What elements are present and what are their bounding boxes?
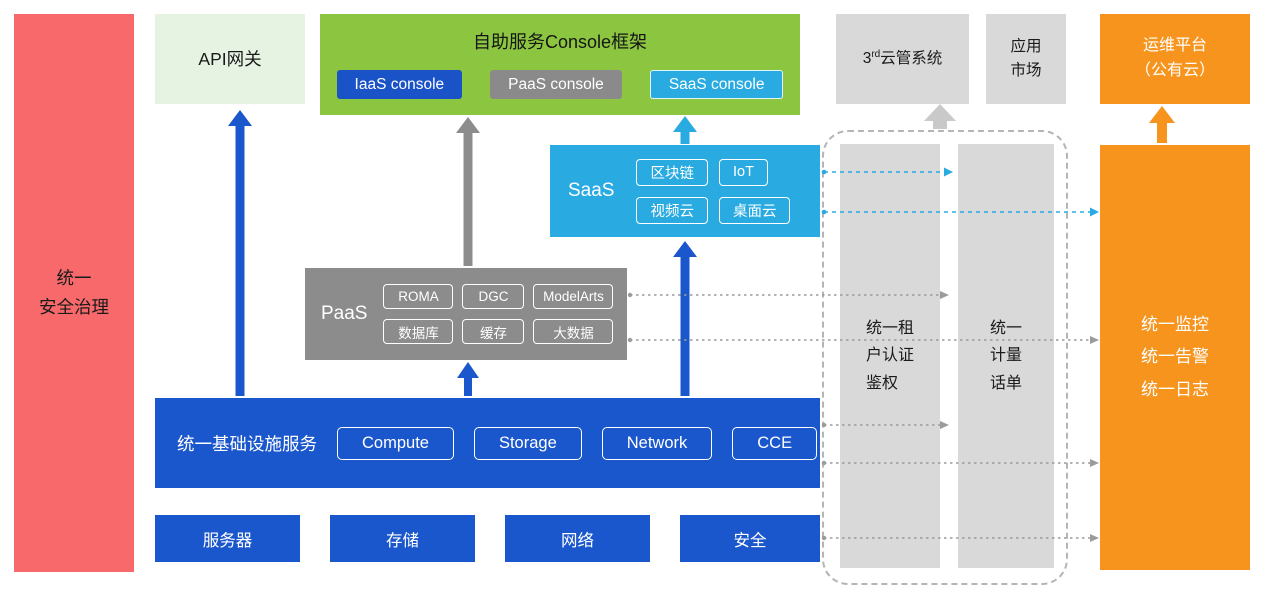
saas-services: 区块链 IoT 视频云 桌面云 (636, 158, 791, 224)
third-party-cloud-mgmt-box: 3rd云管系统 (836, 14, 969, 104)
monitoring-bar: 统一监控 统一告警 统一日志 (1100, 145, 1250, 570)
paas-layer-label: PaaS (321, 303, 368, 324)
metering-bar: 统一 计量 话单 (958, 144, 1054, 568)
third-party-cloud-mgmt-label: 3rd云管系统 (862, 48, 943, 68)
security-governance-bar: 统一 安全治理 (14, 14, 134, 572)
arrow-paas-to-console (456, 117, 480, 266)
iaas-console-button: IaaS console (336, 70, 463, 99)
infrastructure-label: 统一基础设施服务 (177, 433, 317, 454)
tenant-services-dashed-frame (822, 130, 1068, 585)
security-governance-label: 统一 安全治理 (39, 268, 109, 317)
saas-item-blockchain: 区块链 (636, 158, 708, 186)
arrow-infra-to-saas (673, 241, 697, 396)
saas-layer-box: SaaS 区块链 IoT 视频云 桌面云 (550, 145, 820, 237)
arrow-infra-to-paas (457, 362, 479, 396)
paas-item-modelarts: ModelArts (533, 284, 614, 309)
saas-item-iot: IoT (718, 158, 768, 186)
infra-item-cce: CCE (732, 426, 818, 460)
hardware-server-box: 服务器 (155, 515, 300, 562)
arrow-infra-to-api-gateway (228, 110, 252, 396)
infra-item-compute: Compute (337, 426, 454, 460)
infrastructure-layer-box: 统一基础设施服务 Compute Storage Network CCE (155, 398, 820, 488)
app-market-label: 应用 市场 (1010, 37, 1042, 79)
console-button-row: IaaS console PaaS console SaaS console (336, 70, 784, 99)
saas-layer-label: SaaS (568, 180, 615, 201)
paas-item-bigdata: 大数据 (533, 319, 614, 344)
arrow-tenant-to-third-party (924, 104, 956, 129)
metering-label: 统一 计量 话单 (989, 320, 1022, 392)
monitoring-label: 统一监控 统一告警 统一日志 (1141, 315, 1209, 399)
hardware-storage-box: 存储 (330, 515, 475, 562)
ops-platform-box: 运维平台 （公有云） (1100, 14, 1250, 104)
paas-item-database: 数据库 (383, 319, 454, 344)
api-gateway-box: API网关 (155, 14, 305, 104)
console-framework-box: 自助服务Console框架 IaaS console PaaS console … (320, 14, 800, 115)
hardware-security-box: 安全 (680, 515, 820, 562)
tenant-auth-label: 统一租 户认证 鉴权 (865, 320, 914, 392)
api-gateway-label: API网关 (198, 48, 262, 69)
ops-platform-label: 运维平台 （公有云） (1134, 37, 1215, 79)
infra-item-storage: Storage (473, 426, 582, 460)
arrow-monitor-to-ops-platform (1149, 106, 1175, 143)
console-framework-title: 自助服务Console框架 (472, 32, 648, 52)
saas-item-desktop-cloud: 桌面云 (718, 196, 791, 224)
arrow-saas-to-console (673, 116, 697, 144)
paas-item-roma: ROMA (383, 284, 454, 309)
infra-item-network: Network (601, 426, 713, 460)
paas-item-dgc: DGC (462, 284, 525, 309)
paas-console-button: PaaS console (490, 70, 622, 99)
paas-item-cache: 缓存 (462, 319, 525, 344)
paas-services: ROMA DGC ModelArts 数据库 缓存 大数据 (383, 284, 614, 344)
saas-item-video-cloud: 视频云 (636, 196, 708, 224)
app-market-box: 应用 市场 (986, 14, 1066, 104)
saas-console-button: SaaS console (649, 70, 784, 99)
paas-layer-box: PaaS ROMA DGC ModelArts 数据库 缓存 大数据 (305, 268, 627, 360)
hardware-network-box: 网络 (505, 515, 650, 562)
tenant-auth-bar: 统一租 户认证 鉴权 (840, 144, 940, 568)
